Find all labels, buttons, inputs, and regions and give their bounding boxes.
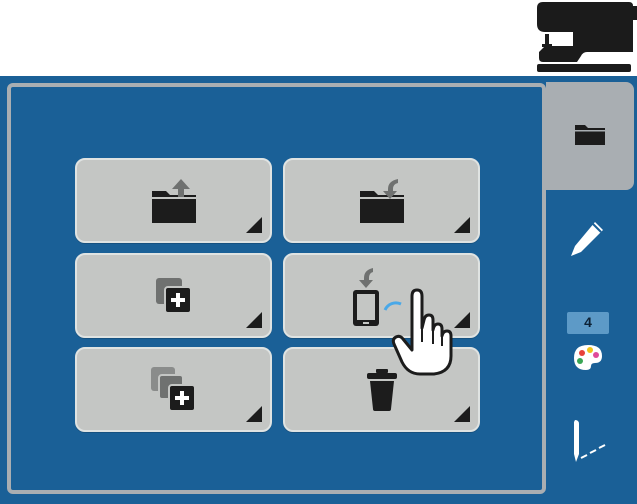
mobile-transfer-icon xyxy=(352,267,402,326)
save-to-folder-button[interactable] xyxy=(75,158,272,243)
folder-download-icon xyxy=(359,178,404,223)
corner-triangle-icon xyxy=(246,312,262,328)
folder-icon[interactable] xyxy=(573,117,607,147)
corner-triangle-icon xyxy=(246,406,262,422)
corner-triangle-icon xyxy=(246,217,262,233)
pencil-icon[interactable] xyxy=(569,218,609,258)
palette-icon[interactable] xyxy=(571,343,605,371)
sewing-machine-icon[interactable] xyxy=(533,0,637,74)
needle-stitch-icon[interactable] xyxy=(571,418,607,466)
color-count-badge: 4 xyxy=(567,312,609,334)
touch-hand-icon xyxy=(391,288,453,376)
load-from-folder-button[interactable] xyxy=(283,158,480,243)
folder-upload-icon xyxy=(151,178,196,223)
add-copy-button[interactable] xyxy=(75,253,272,338)
add-multiple-copies-icon xyxy=(150,366,196,412)
corner-triangle-icon xyxy=(454,406,470,422)
mobile-transfer-button[interactable] xyxy=(283,253,480,338)
trash-icon xyxy=(366,368,397,411)
add-multiple-copies-button[interactable] xyxy=(75,347,272,432)
corner-triangle-icon xyxy=(454,217,470,233)
corner-triangle-icon xyxy=(454,312,470,328)
top-bar xyxy=(0,0,637,76)
add-copy-icon xyxy=(155,277,192,314)
